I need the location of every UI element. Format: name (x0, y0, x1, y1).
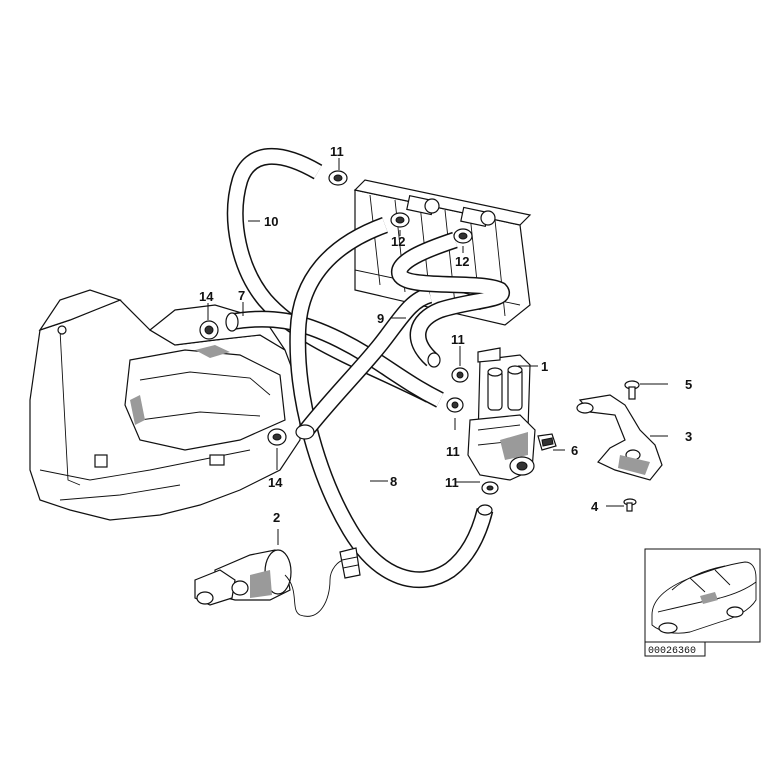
bracket (576, 394, 663, 481)
callout-12-left: 12 (391, 234, 405, 249)
clamp-11b (446, 397, 464, 413)
clamp-13 (328, 170, 348, 186)
callout-9: 9 (377, 311, 384, 326)
clamp-14a (199, 320, 219, 340)
clamp-14b (267, 428, 287, 446)
callout-labels: 11 10 12 12 14 7 9 11 1 5 3 11 6 14 8 11… (199, 144, 692, 525)
callout-14-bottom: 14 (268, 475, 283, 490)
hose-10 (226, 147, 434, 403)
valve-assembly (467, 347, 536, 481)
callout-2: 2 (273, 510, 280, 525)
callout-3: 3 (685, 429, 692, 444)
callout-7: 7 (238, 288, 245, 303)
screw-5 (624, 380, 640, 400)
callout-4: 4 (591, 499, 599, 514)
screw-4 (623, 498, 637, 512)
clamp-11a (451, 367, 469, 383)
hose-cross (295, 286, 433, 440)
clamp-12a (390, 212, 410, 228)
reference-code: 00026360 (648, 646, 696, 657)
clamp-11c (481, 481, 499, 495)
callout-5: 5 (685, 377, 692, 392)
water-pump (194, 547, 361, 617)
leader-lines (207, 158, 668, 545)
callout-14-top: 14 (199, 289, 214, 304)
hose-7 (225, 310, 444, 408)
callout-1: 1 (541, 359, 548, 374)
clamp-12b (453, 228, 473, 244)
callout-10: 10 (264, 214, 278, 229)
connector-6 (537, 433, 557, 451)
callout-11-bottom: 11 (445, 475, 459, 490)
callout-13: 11 (330, 144, 344, 159)
callout-8: 8 (390, 474, 397, 489)
callout-6: 6 (571, 443, 578, 458)
callout-11-mid: 11 (446, 444, 460, 459)
vehicle-inset: 00026360 (644, 548, 761, 657)
hose-9 (391, 231, 511, 368)
callout-11-top: 11 (451, 332, 465, 347)
hose-8 (289, 217, 494, 589)
callout-12-right: 12 (455, 254, 469, 269)
